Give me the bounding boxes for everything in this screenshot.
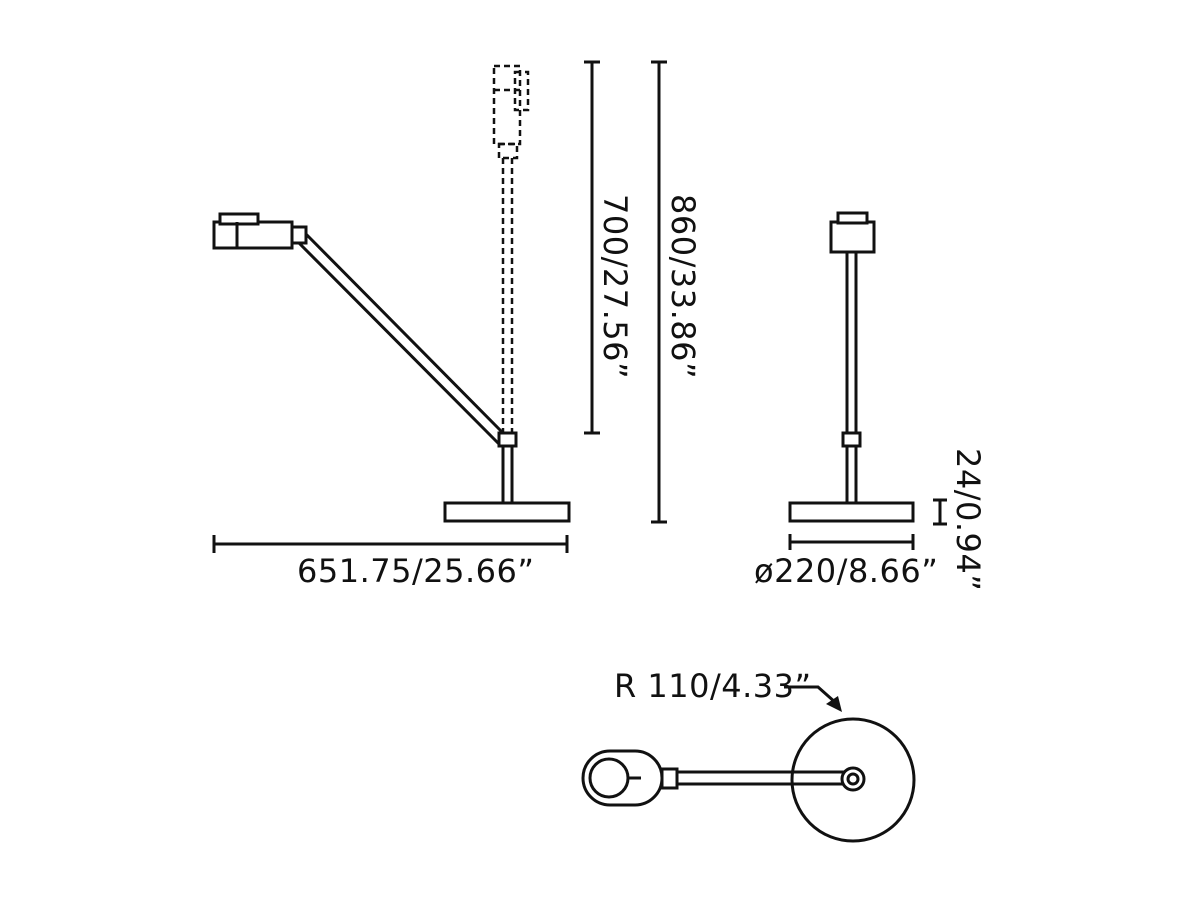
front-lamp-head-cap xyxy=(836,211,869,225)
width-label: 651.75/25.66” xyxy=(297,552,534,590)
side-arm-lower-edge xyxy=(295,239,501,446)
side-head-joint xyxy=(290,225,308,245)
upright-position-dashed xyxy=(492,64,530,432)
top-view xyxy=(581,717,916,843)
side-view xyxy=(212,64,571,523)
front-view xyxy=(788,211,915,523)
side-arm-upper-edge xyxy=(298,226,506,436)
top-stem-circle xyxy=(840,766,866,792)
height-min-label: 700/27.56” xyxy=(596,194,634,379)
front-base xyxy=(788,501,915,523)
top-head-joint xyxy=(660,767,679,790)
base-radius-label: R 110/4.33” xyxy=(614,667,812,705)
height-max-label: 860/33.86” xyxy=(664,194,702,379)
dimension-labels: 651.75/25.66” 700/27.56” 860/33.86” 24/0… xyxy=(297,194,987,705)
side-base xyxy=(443,501,571,523)
dashed-lamp-head xyxy=(492,64,522,146)
front-joint xyxy=(841,431,862,448)
side-lamp-head xyxy=(212,220,294,250)
base-diameter-label: ø220/8.66” xyxy=(754,552,938,590)
front-lamp-head xyxy=(829,220,876,254)
top-stem-inner xyxy=(846,772,860,786)
radius-leader-line xyxy=(784,685,837,705)
top-lamp-head xyxy=(581,749,664,807)
dimension-lines xyxy=(212,60,947,712)
dashed-head-joint xyxy=(497,142,519,160)
side-lamp-head-cap xyxy=(218,212,260,226)
side-elbow-joint xyxy=(497,431,518,448)
radius-leader-arrowhead xyxy=(826,696,842,712)
base-thickness-label: 24/0.94” xyxy=(949,448,987,591)
